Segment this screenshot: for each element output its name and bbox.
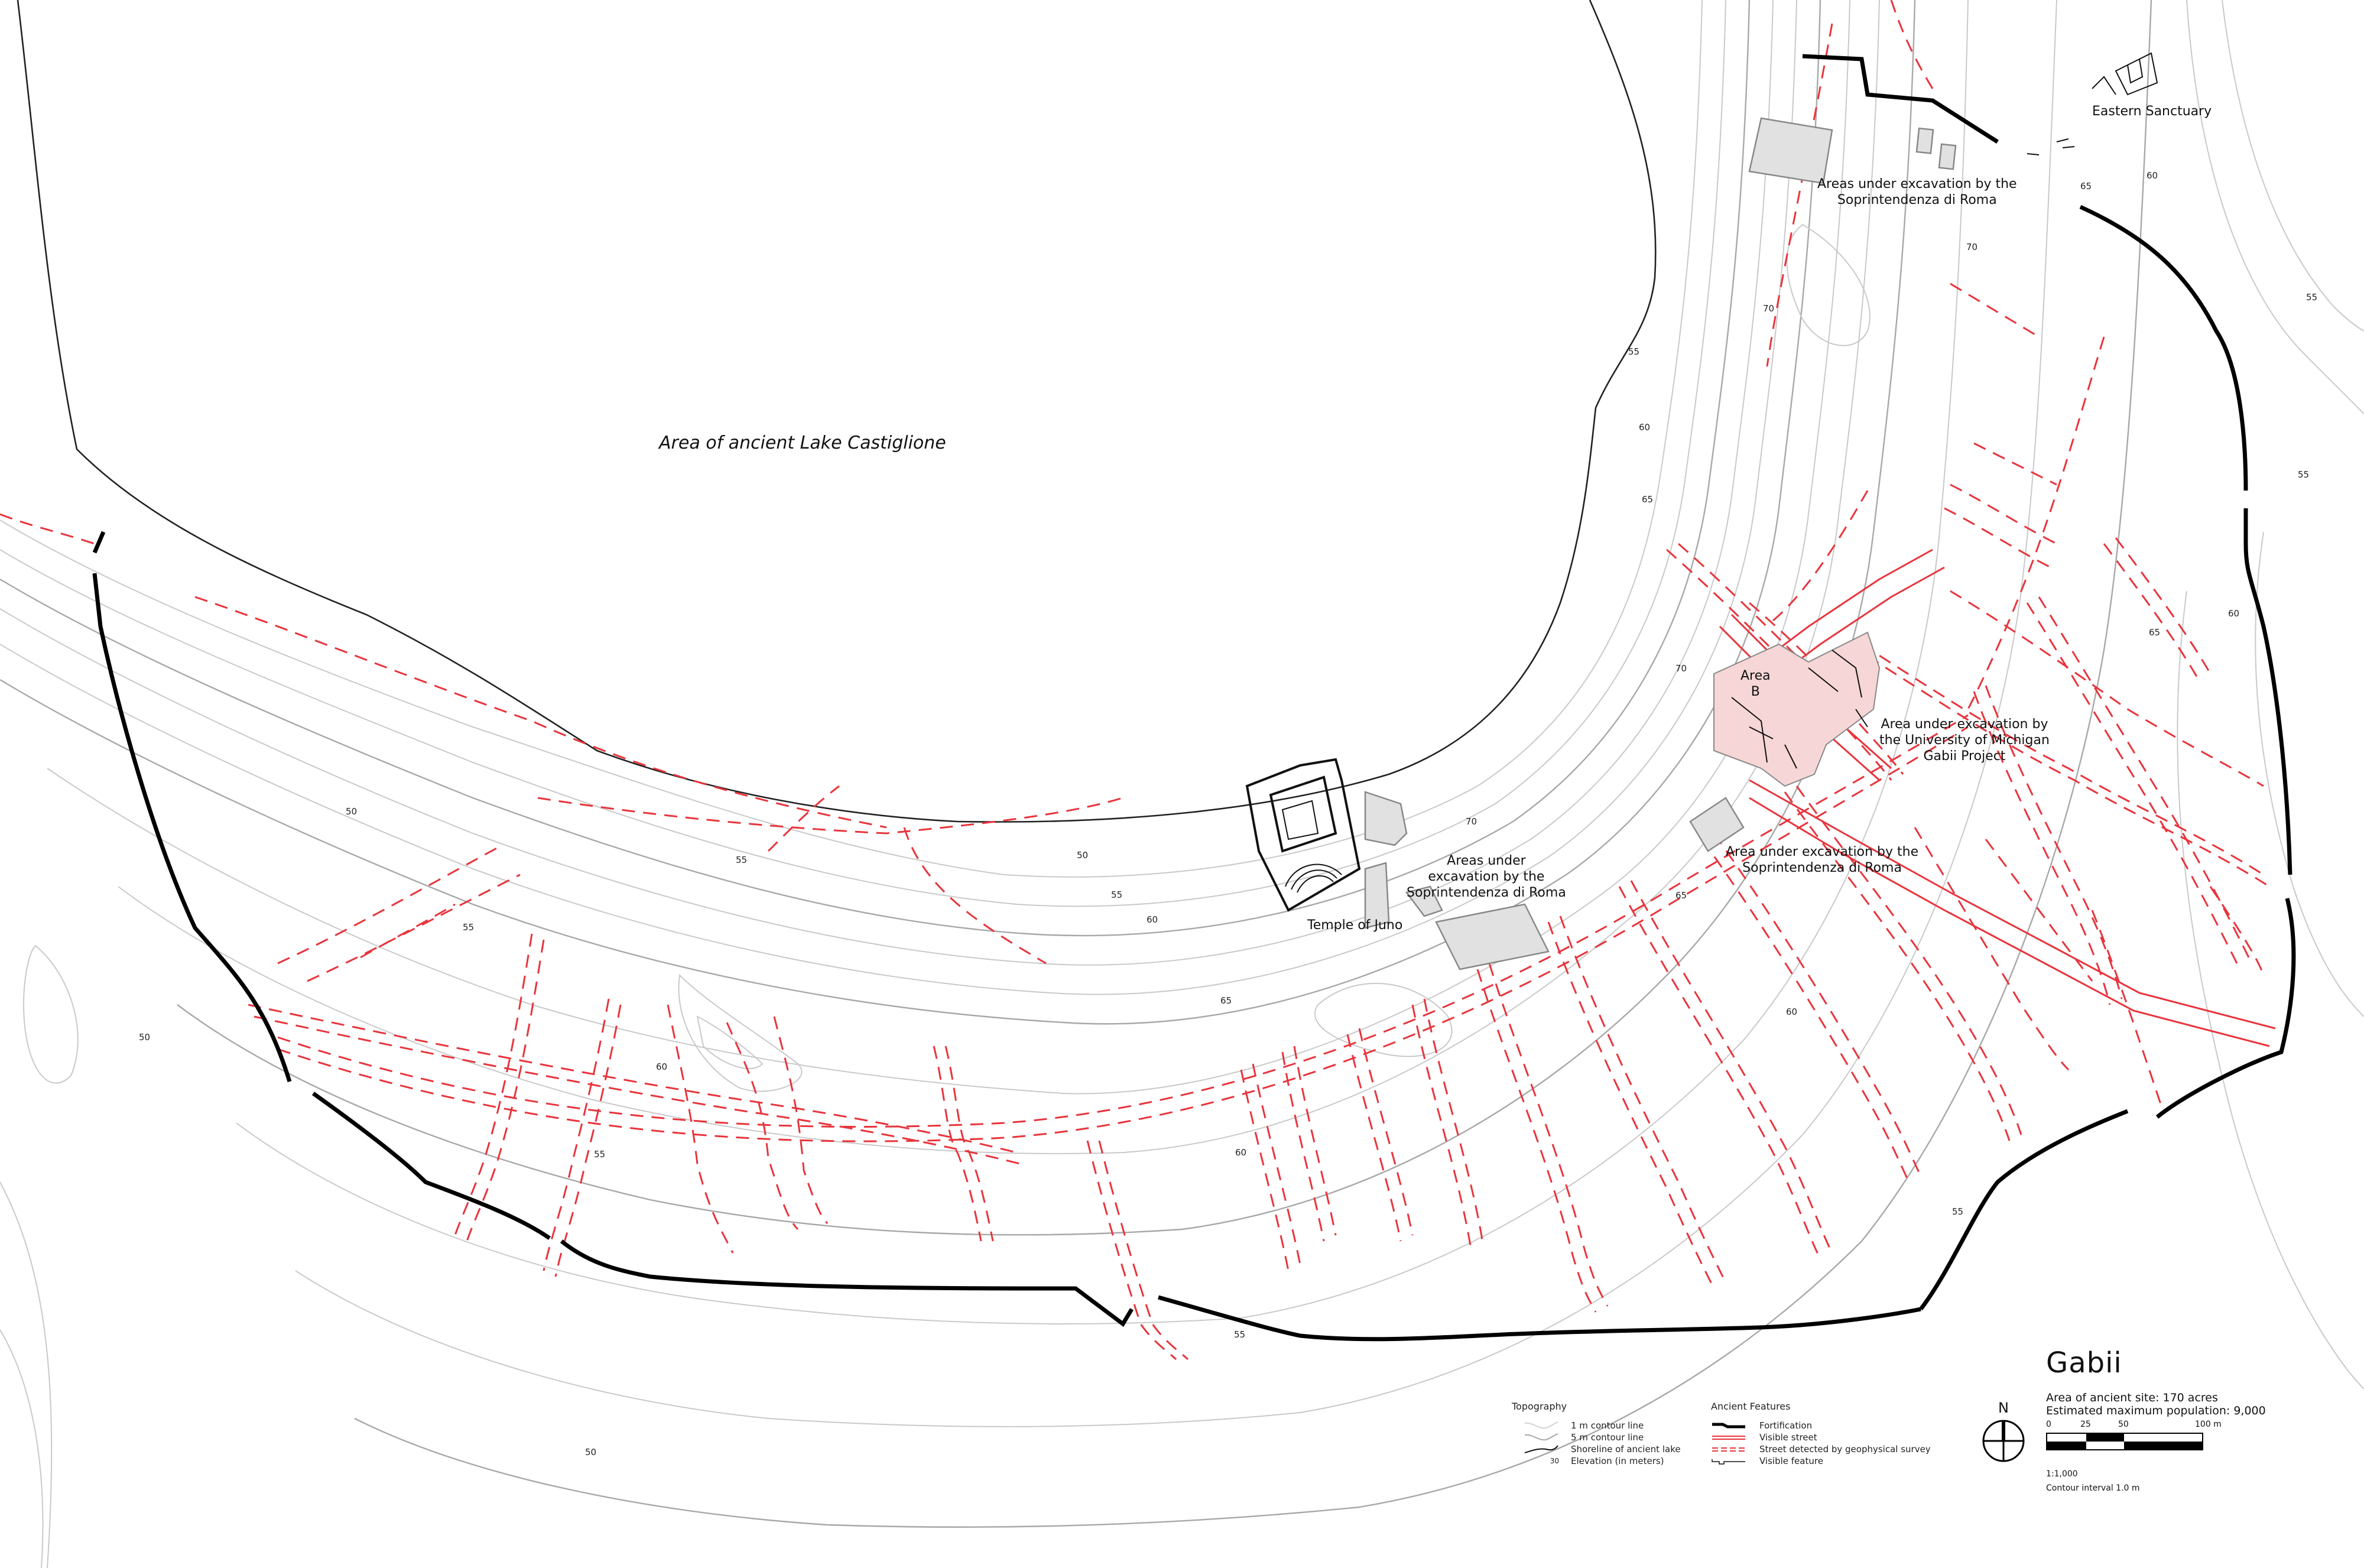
elevation-label: 60 <box>1235 1147 1246 1158</box>
excavation-area-south <box>1689 797 1745 852</box>
eastern-sanctuary-features <box>2027 52 2158 155</box>
legend-item: Visible feature <box>1711 1456 1931 1466</box>
elevation-label: 70 <box>1675 663 1687 674</box>
elevation-label: 55 <box>2298 469 2309 480</box>
lake-shoreline <box>17 0 1657 823</box>
elevation-label: 70 <box>1466 816 1477 827</box>
contour-interval: Contour interval 1.0 m <box>2046 1483 2140 1493</box>
scale-bar-labels: 0 25 50 100 m <box>2046 1420 2222 1429</box>
excavation-area-juno <box>1364 791 1408 846</box>
elevation-label: 60 <box>1786 1007 1797 1017</box>
elevation-label: 55 <box>1111 889 1122 900</box>
north-label: N <box>1998 1400 2009 1416</box>
legend-item: Shoreline of ancient lake <box>1512 1444 1681 1455</box>
excavation-areas <box>1364 117 1957 970</box>
scale-ratio: 1:1,000 <box>2046 1469 2078 1479</box>
visible-streets <box>1713 548 2276 1047</box>
temple-of-juno <box>1245 758 1361 912</box>
elevation-labels: 50 50 55 55 55 55 50 55 60 65 60 60 70 70 55 60 65 65 70 60… <box>139 170 2317 1457</box>
elevation-label: 55 <box>594 1149 605 1160</box>
elevation-label: 55 <box>1234 1329 1245 1340</box>
excavation-area-north <box>1748 117 1833 184</box>
map-title: Gabii <box>2046 1346 2122 1379</box>
area-b-label: Area B <box>1740 668 1771 699</box>
north-arrow-icon <box>1982 1420 2025 1462</box>
legend-ancient-features: Ancient Features Fortification Visible s… <box>1711 1401 1931 1468</box>
temple-of-juno-label: Temple of Juno <box>1307 918 1403 933</box>
soprintendenza-juno-label: Areas under excavation by the Soprintend… <box>1407 853 1566 900</box>
elevation-label: 55 <box>463 922 474 933</box>
legend-topography-heading: Topography <box>1512 1401 1567 1412</box>
elevation-label: 70 <box>1966 242 1977 252</box>
elevation-label: 65 <box>1642 494 1653 505</box>
legend-item: 30 Elevation (in meters) <box>1512 1456 1681 1466</box>
elevation-label: 70 <box>1763 303 1774 314</box>
legend-item: Visible street <box>1711 1432 1931 1443</box>
fortification <box>92 54 2296 1342</box>
contour-5m-icon <box>1512 1432 1559 1443</box>
elevation-label: 65 <box>2080 181 2092 191</box>
site-population: Estimated maximum population: 9,000 <box>2046 1404 2266 1417</box>
site-area: Area of ancient site: 170 acres <box>2046 1391 2218 1404</box>
soprintendenza-south-label: Area under excavation by the Soprintende… <box>1726 845 1919 875</box>
michigan-excavation-label: Area under excavation by the University … <box>1879 717 2050 764</box>
north-arrow: N <box>1981 1401 2026 1466</box>
contour-1m-icon <box>1512 1420 1559 1431</box>
elevation-label: 55 <box>2306 292 2317 303</box>
lake-label: Area of ancient Lake Castiglione <box>659 433 946 453</box>
soprintendenza-north-label: Areas under excavation by the Soprintend… <box>1817 177 2017 207</box>
elevation-label: 65 <box>1675 890 1687 901</box>
eastern-sanctuary-label: Eastern Sanctuary <box>2092 104 2212 119</box>
elevation-label: 50 <box>346 806 357 817</box>
scale-bar <box>2046 1433 2203 1450</box>
site-stats: Area of ancient site: 170 acres Estimate… <box>2046 1391 2266 1417</box>
area-b <box>1713 631 1881 787</box>
legend-item: 5 m contour line <box>1512 1432 1681 1443</box>
legend-item: Street detected by geophysical survey <box>1711 1444 1931 1455</box>
elevation-label: 60 <box>1639 422 1650 433</box>
elevation-label: 50 <box>585 1447 596 1457</box>
scale-notes: 1:1,000 Contour interval 1.0 m <box>2046 1467 2266 1495</box>
elevation-label: 50 <box>139 1032 150 1043</box>
elevation-label: 65 <box>1220 995 1232 1006</box>
legend-features-heading: Ancient Features <box>1711 1401 1791 1412</box>
elevation-label: 65 <box>2149 627 2160 638</box>
title-block: Gabii Area of ancient site: 170 acres Es… <box>2046 1346 2266 1495</box>
elevation-icon: 30 <box>1550 1457 1559 1465</box>
elevation-label: 55 <box>1952 1206 1963 1217</box>
legend-topography: Topography 1 m contour line 5 m contour … <box>1512 1401 1681 1468</box>
legend-item: 1 m contour line <box>1512 1420 1681 1431</box>
legend-item: Fortification <box>1711 1420 1931 1431</box>
fortification-icon <box>1711 1420 1746 1431</box>
geophysical-street-icon <box>1711 1444 1746 1455</box>
elevation-label: 50 <box>1077 850 1088 861</box>
elevation-label: 55 <box>1628 346 1639 357</box>
elevation-label: 60 <box>1147 914 1158 925</box>
visible-feature-icon <box>1711 1456 1746 1466</box>
elevation-label: 55 <box>736 855 747 865</box>
shoreline-icon <box>1512 1444 1559 1455</box>
visible-street-icon <box>1711 1432 1746 1443</box>
elevation-label: 60 <box>2228 608 2239 619</box>
elevation-label: 60 <box>656 1061 667 1072</box>
elevation-label: 60 <box>2147 170 2158 181</box>
geophysical-streets <box>0 0 2270 1361</box>
